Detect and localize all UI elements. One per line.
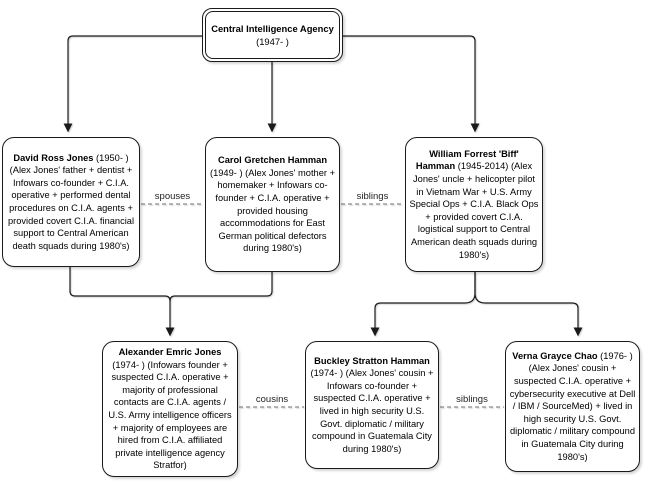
node-carol-gretchen-hamman: Carol Gretchen Hamman (1949- ) (Alex Jon… xyxy=(205,137,340,272)
edge-label-cousins: cousins xyxy=(255,394,289,405)
node-description: (1974- ) (Alex Jones' cousin + Infowars … xyxy=(310,368,434,454)
node-name: David Ross Jones xyxy=(13,152,94,163)
edge-carol-alexander xyxy=(169,272,273,302)
node-name: Verna Grayce Chao xyxy=(512,350,598,361)
node-description: (1949- ) (Alex Jones' mother + homemaker… xyxy=(209,167,335,254)
node-david-ross-jones: David Ross Jones (1950- ) (Alex Jones' f… xyxy=(2,137,140,267)
node-name: Buckley Stratton Hamman xyxy=(314,355,430,366)
node-description: (1950- ) (Alex Jones' father + dentist +… xyxy=(7,152,135,251)
node-buckley-stratton-hamman: Buckley Stratton Hamman (1974- ) (Alex J… xyxy=(305,341,439,469)
edge-cia-william xyxy=(342,35,480,133)
edge-david-alexander xyxy=(69,267,175,337)
edge-label-spouses: spouses xyxy=(154,191,191,202)
node-name: William Forrest 'Biff' Hamman xyxy=(415,148,519,172)
node-name: Alexander Emric Jones xyxy=(118,347,222,358)
node-description: (1974- ) (Infowars founder + suspected C… xyxy=(108,359,232,471)
edge-label-siblings-row3: siblings xyxy=(456,394,488,405)
edge-label-siblings-row2: siblings xyxy=(356,191,389,202)
edge-cia-david xyxy=(63,35,203,133)
node-william-forrest-biff-hamman: William Forrest 'Biff' Hamman (1945-2014… xyxy=(405,137,543,272)
node-verna-grayce-chao: Verna Grayce Chao (1976- ) (Alex Jones' … xyxy=(505,341,640,472)
edge-william-verna xyxy=(474,272,583,337)
edge-william-buckley xyxy=(370,272,476,337)
node-description: (1945-2014) (Alex Jones' uncle + helicop… xyxy=(409,161,539,260)
node-years: (1947- ) xyxy=(256,36,289,47)
node-central-intelligence-agency: Central Intelligence Agency (1947- ) xyxy=(202,8,343,62)
node-name: Central Intelligence Agency xyxy=(211,23,334,34)
node-name: Carol Gretchen Hamman xyxy=(217,155,327,166)
node-description: (1976- ) (Alex Jones' cousin + suspected… xyxy=(509,350,636,462)
node-alexander-emric-jones: Alexander Emric Jones (1974- ) (Infowars… xyxy=(102,341,238,477)
